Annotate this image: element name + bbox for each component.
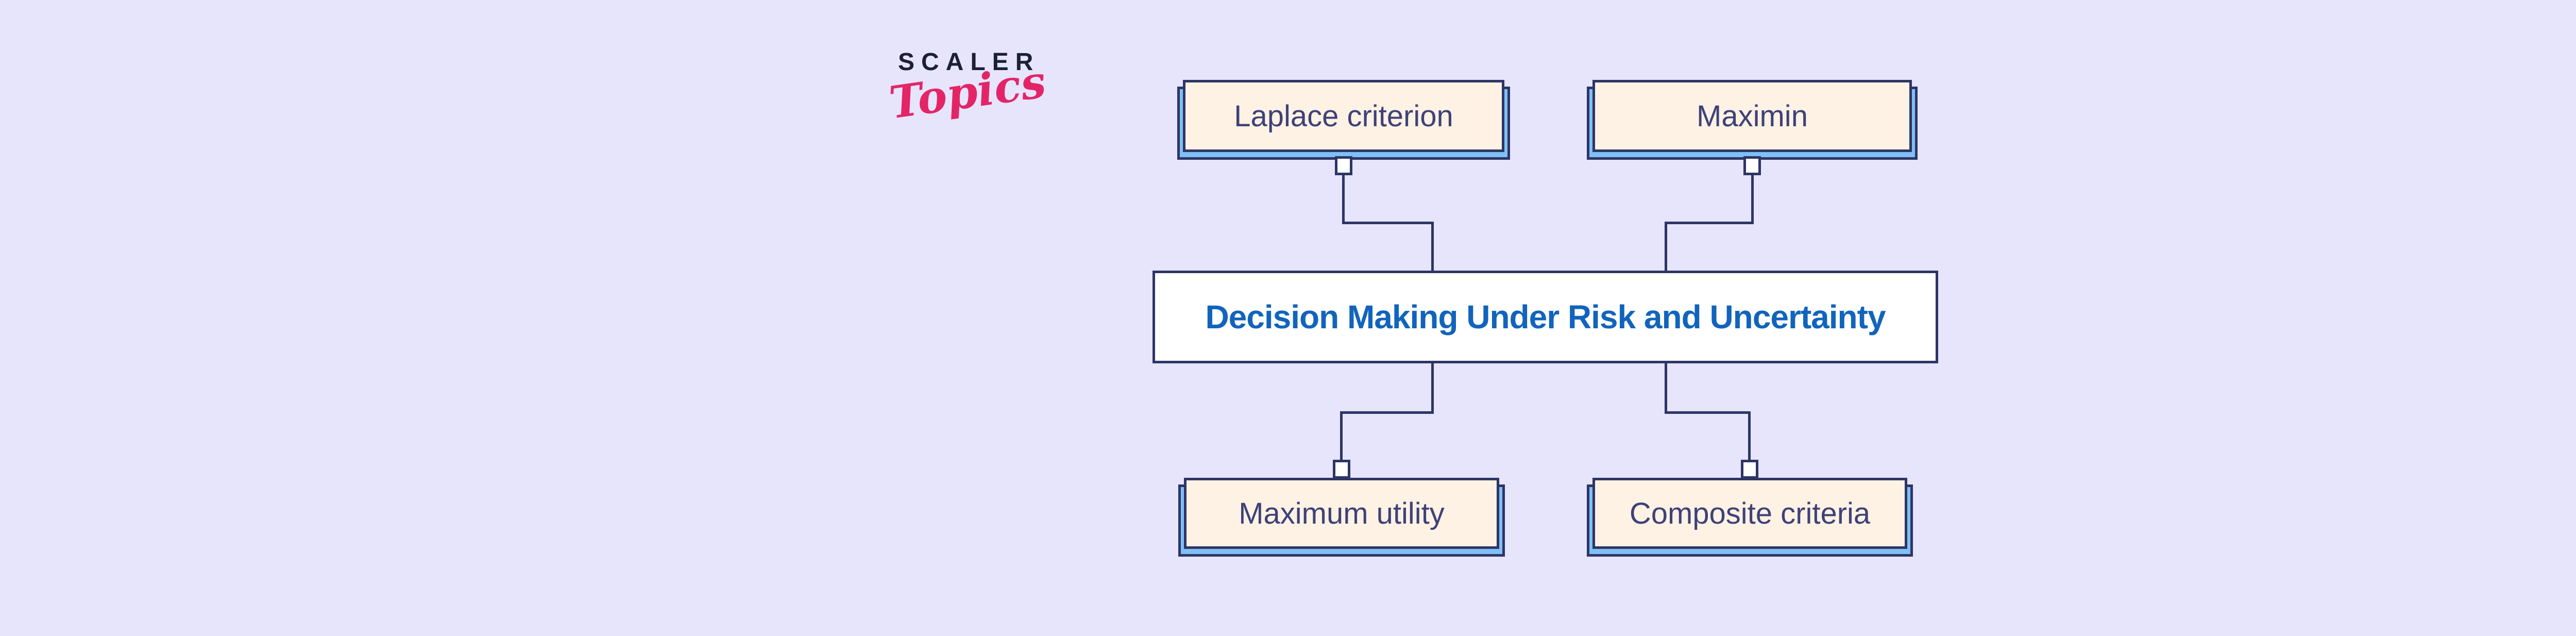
node-composite-criteria: Composite criteria [1587, 478, 1913, 557]
logo-brand-text: SCALER [898, 48, 1040, 76]
connector-stub-composite-criteria [1741, 460, 1758, 479]
connector-line [1748, 411, 1751, 461]
node-label: Maximin [1697, 99, 1808, 133]
connector-line [1665, 222, 1667, 272]
node-face: Maximin [1592, 80, 1912, 152]
connector-stub-maximin [1743, 156, 1761, 175]
connector-line [1340, 411, 1343, 461]
connector-line [1342, 174, 1345, 224]
connector-line [1665, 362, 1667, 414]
node-label: Laplace criterion [1234, 99, 1453, 133]
node-label: Composite criteria [1629, 496, 1871, 530]
node-face: Laplace criterion [1183, 80, 1504, 152]
connector-line [1342, 222, 1434, 224]
node-laplace-criterion: Laplace criterion [1177, 80, 1510, 160]
connector-line [1340, 411, 1434, 414]
node-decision-making-root: Decision Making Under Risk and Uncertain… [1153, 271, 1938, 363]
root-label: Decision Making Under Risk and Uncertain… [1205, 298, 1886, 336]
node-face: Composite criteria [1592, 478, 1907, 549]
connector-line [1665, 411, 1751, 414]
connector-line [1665, 222, 1754, 224]
connector-line [1431, 362, 1434, 414]
connector-stub-maximum-utility [1333, 460, 1350, 479]
node-label: Maximum utility [1239, 496, 1445, 530]
node-face: Maximum utility [1184, 478, 1499, 549]
scaler-topics-logo: SCALER Topics [886, 48, 1049, 129]
connector-stub-laplace [1335, 156, 1352, 175]
connector-line [1431, 222, 1434, 272]
connector-line [1751, 174, 1754, 224]
node-maximum-utility: Maximum utility [1178, 478, 1505, 557]
node-maximin: Maximin [1587, 80, 1918, 160]
